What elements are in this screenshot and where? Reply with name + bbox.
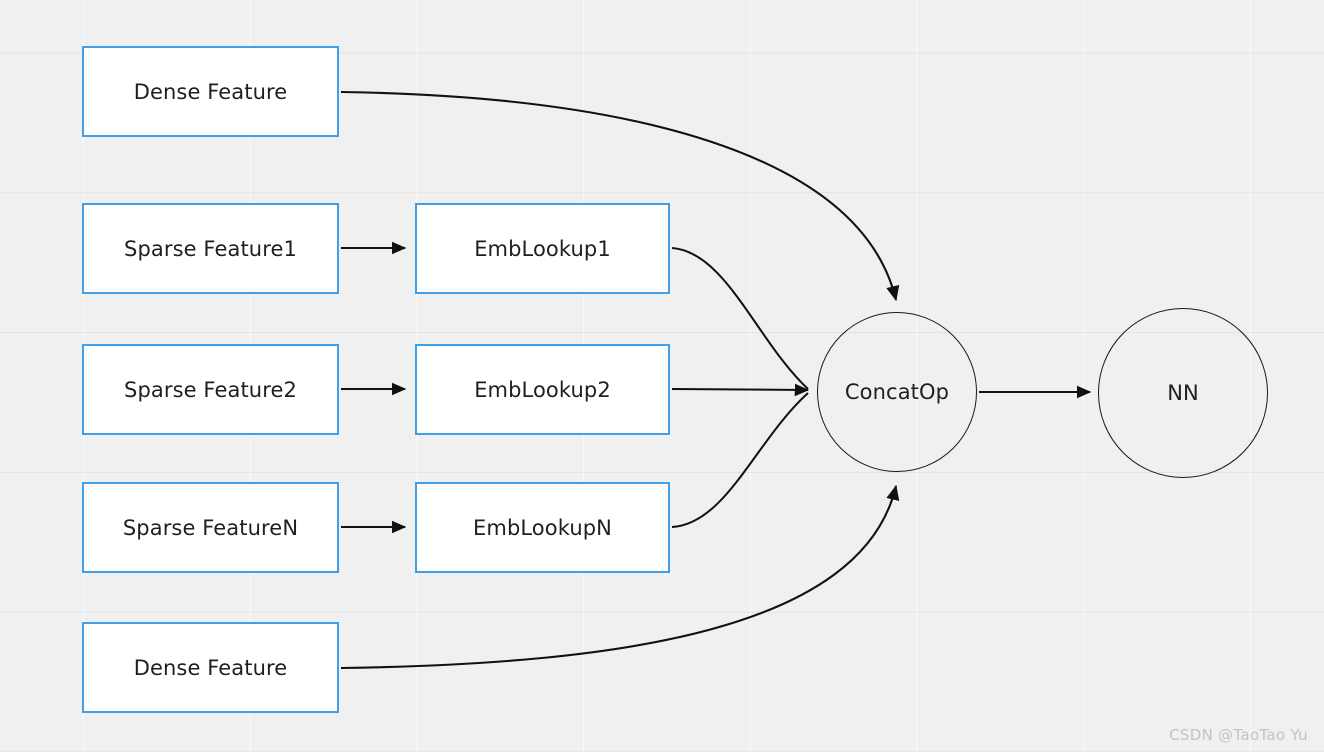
node-label: ConcatOp [844,380,950,404]
node-label: Sparse FeatureN [122,515,299,540]
node-concat-op[interactable]: ConcatOp [817,312,977,472]
edge-emb2-to-concat [671,383,810,397]
watermark: CSDN @TaoTao Yu [1169,726,1308,744]
node-label: Sparse Feature1 [124,236,297,261]
node-label: EmbLookup1 [474,236,611,261]
node-label: EmbLookupN [473,515,612,540]
node-label: Dense Feature [133,79,288,104]
node-emb-lookup-2[interactable]: EmbLookup2 [415,344,670,435]
node-label: NN [1167,381,1199,405]
node-dense-feature-bottom[interactable]: Dense Feature [82,622,339,713]
edge-emb1-to-concat [671,247,809,390]
edge-embn-to-concat [671,392,809,528]
node-emb-lookup-1[interactable]: EmbLookup1 [415,203,670,294]
node-sparse-feature-2[interactable]: Sparse Feature2 [82,344,339,435]
node-label: Sparse Feature2 [124,377,297,402]
node-dense-feature-top[interactable]: Dense Feature [82,46,339,137]
node-emb-lookup-n[interactable]: EmbLookupN [415,482,670,573]
node-nn[interactable]: NN [1098,308,1268,478]
node-sparse-feature-1[interactable]: Sparse Feature1 [82,203,339,294]
node-label: EmbLookup2 [474,377,611,402]
node-label: Dense Feature [133,655,288,680]
node-sparse-feature-n[interactable]: Sparse FeatureN [82,482,339,573]
